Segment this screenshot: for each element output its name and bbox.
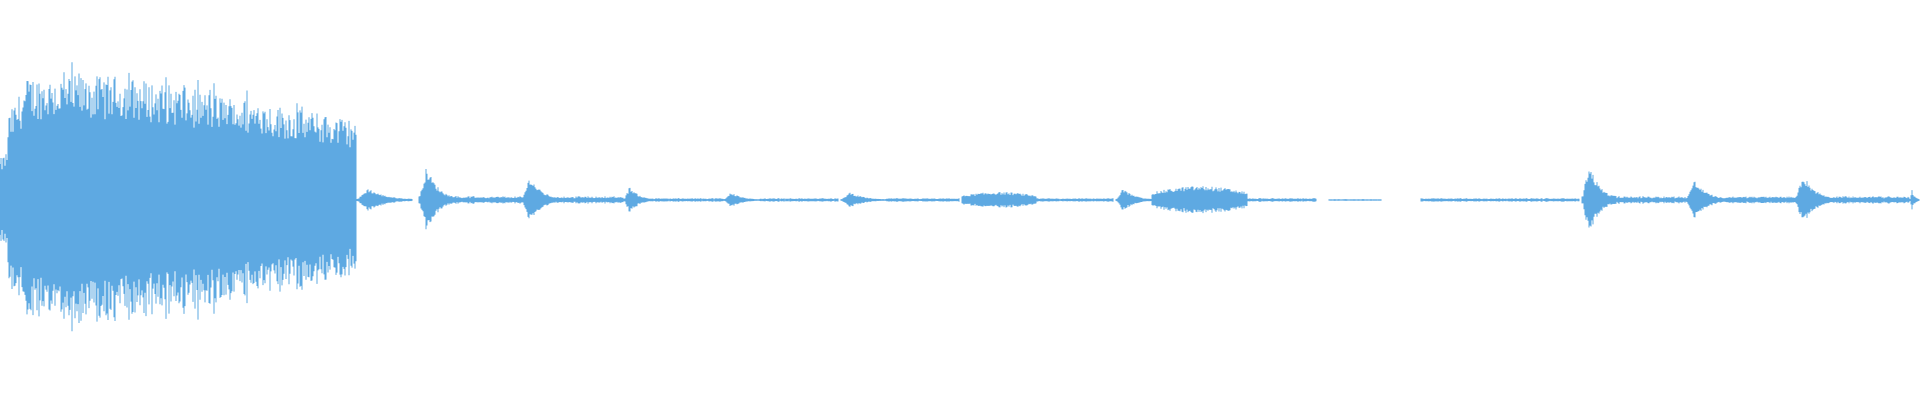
- waveform-segment-13: [1036, 198, 1114, 202]
- waveform-segment-24: [1835, 196, 1910, 204]
- waveform-segment-19: [1581, 171, 1617, 228]
- waveform-segment-6: [623, 187, 653, 212]
- waveform-segment-23: [1794, 181, 1836, 218]
- waveform-segment-4: [521, 180, 561, 219]
- waveform-segment-20: [1616, 196, 1686, 204]
- waveform-segment-16: [1247, 198, 1317, 202]
- waveform-segment-1: [356, 189, 413, 211]
- waveform-segment-17: [1328, 199, 1382, 201]
- waveform-segment-3: [456, 196, 522, 204]
- waveform-segment-12: [961, 192, 1037, 208]
- waveform-segment-25: [1909, 190, 1920, 210]
- waveform-segment-21: [1685, 181, 1728, 218]
- waveform-segment-7: [652, 198, 724, 202]
- waveform-segment-22: [1727, 196, 1795, 204]
- waveform-segment-14: [1115, 190, 1152, 210]
- waveform-segment-15: [1151, 186, 1248, 214]
- waveform-segment-5: [560, 196, 624, 204]
- waveform-segment-9: [759, 198, 839, 202]
- waveform-segment-11: [886, 198, 960, 202]
- waveform-segment-18: [1420, 198, 1580, 202]
- waveform-segment-8: [723, 193, 760, 206]
- waveform-segment-10: [840, 192, 887, 207]
- waveform-trace: [0, 62, 1920, 332]
- waveform-segment-2: [418, 169, 457, 230]
- waveform-segment-0: [0, 62, 357, 332]
